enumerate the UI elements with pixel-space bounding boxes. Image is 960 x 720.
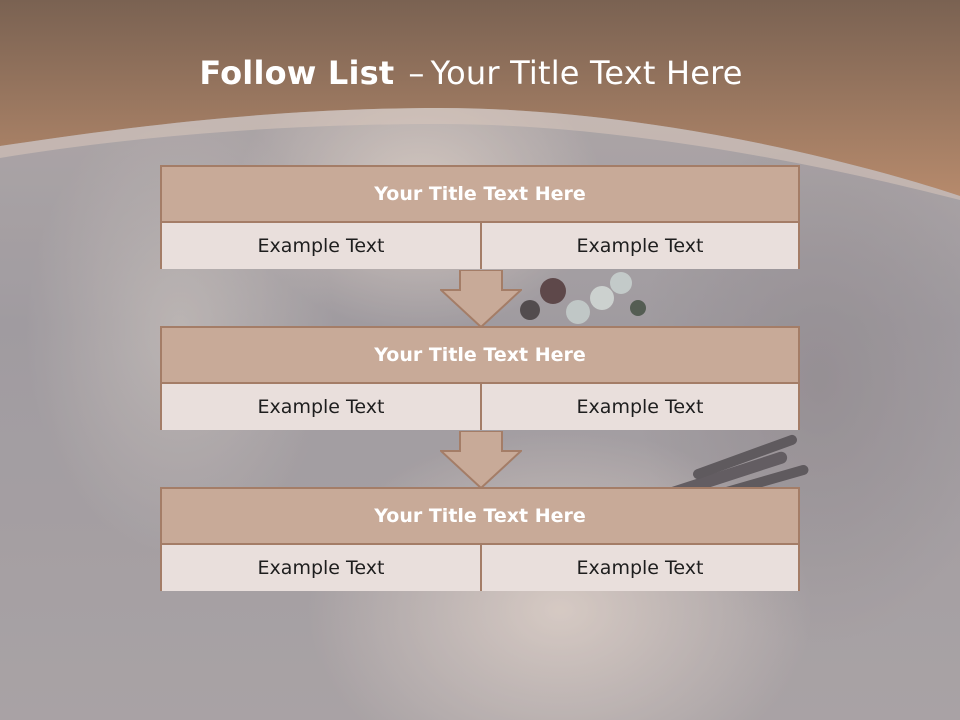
- step-text-right: Example Text: [482, 545, 798, 591]
- title-rest: Your Title Text Here: [430, 54, 743, 92]
- bead-decoration: [630, 300, 646, 316]
- step-text-left: Example Text: [162, 545, 482, 591]
- step-title: Your Title Text Here: [162, 167, 798, 223]
- follow-step-3: Your Title Text Here Example Text Exampl…: [160, 487, 800, 591]
- step-text-left: Example Text: [162, 223, 482, 269]
- down-arrow-icon: [440, 431, 522, 489]
- step-title: Your Title Text Here: [162, 328, 798, 384]
- step-text-right: Example Text: [482, 223, 798, 269]
- header-band: [0, 0, 960, 200]
- step-title: Your Title Text Here: [162, 489, 798, 545]
- bead-decoration: [566, 300, 590, 324]
- title-bold: Follow List: [199, 54, 395, 92]
- bead-decoration: [540, 278, 566, 304]
- bead-decoration: [610, 272, 632, 294]
- step-text-right: Example Text: [482, 384, 798, 430]
- title-dash: –: [408, 54, 425, 92]
- bead-decoration: [520, 300, 540, 320]
- bead-decoration: [590, 286, 614, 310]
- slide-title: Follow List–Your Title Text Here: [0, 54, 942, 92]
- follow-step-2: Your Title Text Here Example Text Exampl…: [160, 326, 800, 430]
- step-text-left: Example Text: [162, 384, 482, 430]
- down-arrow-icon: [440, 270, 522, 328]
- follow-step-1: Your Title Text Here Example Text Exampl…: [160, 165, 800, 269]
